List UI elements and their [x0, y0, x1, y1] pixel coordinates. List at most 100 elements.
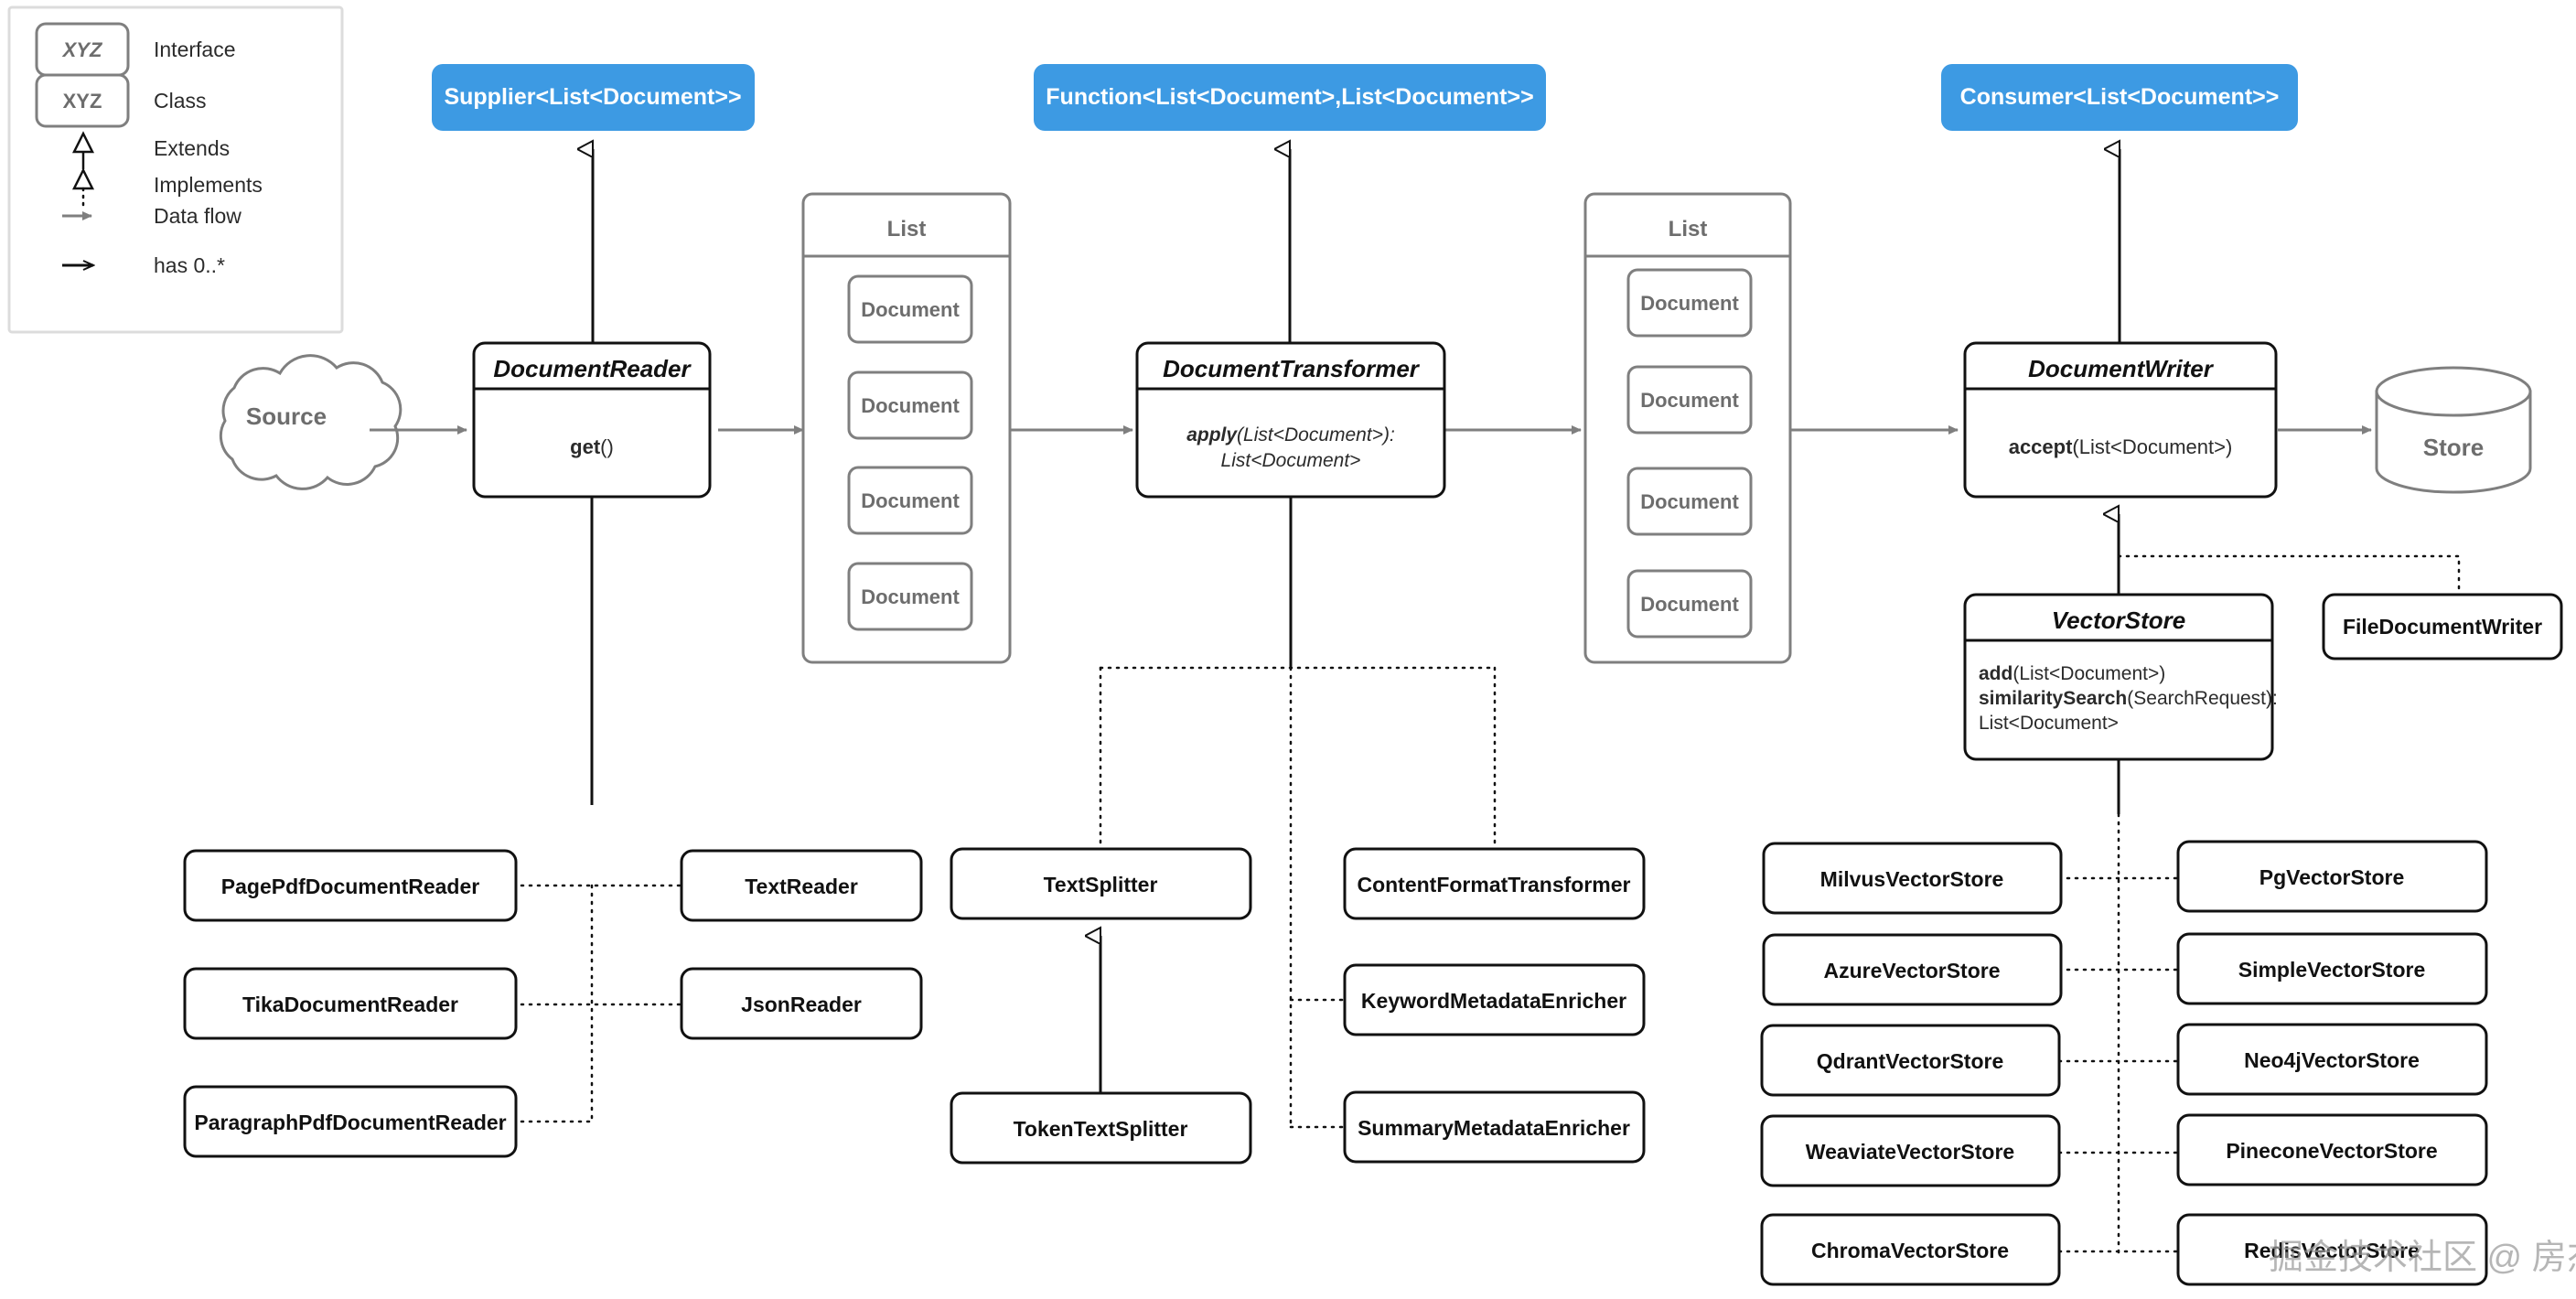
functional-interface-function[interactable]: Function<List<Document>,List<Document>> — [1034, 64, 1546, 131]
list-item-label: Document — [1640, 389, 1739, 412]
class-pinecone-vector-store[interactable]: PineconeVectorStore — [2176, 1113, 2488, 1186]
legend-item-label-has: has 0..* — [154, 253, 225, 277]
class-json-reader[interactable]: JsonReader — [680, 967, 923, 1040]
class-token-text-splitter[interactable]: TokenTextSplitter — [950, 1091, 1252, 1165]
class-summary-metadata-enricher[interactable]: SummaryMetadataEnricher — [1343, 1090, 1646, 1164]
source-cloud: Source — [219, 354, 402, 490]
legend-class-swatch — [35, 73, 130, 128]
interface-vector-store-method-2: similaritySearch(SearchRequest): — [1979, 688, 2278, 709]
legend-item-label-class: Class — [154, 89, 207, 113]
functional-interface-supplier[interactable]: Supplier<List<Document>> — [432, 64, 755, 131]
legend-item-label-extends: Extends — [154, 136, 230, 160]
list-item: Document — [847, 370, 973, 440]
class-json-reader-label: JsonReader — [741, 993, 862, 1016]
class-pg-vector-store-label: PgVectorStore — [2259, 865, 2405, 889]
class-tika-document-reader-label: TikaDocumentReader — [242, 993, 458, 1016]
class-keyword-metadata-enricher-label: KeywordMetadataEnricher — [1361, 989, 1626, 1013]
class-page-pdf-document-reader-label: PagePdfDocumentReader — [221, 875, 480, 898]
legend-extends-arrow-icon — [71, 131, 95, 169]
list-item-label: Document — [861, 489, 960, 512]
legend-panel: XYZ Interface XYZ Class Extends Implemen… — [7, 5, 344, 334]
class-qdrant-vector-store-label: QdrantVectorStore — [1817, 1049, 2004, 1073]
class-pinecone-vector-store-label: PineconeVectorStore — [2226, 1139, 2437, 1163]
legend-item-label-dataflow: Data flow — [154, 204, 242, 228]
functional-interface-consumer[interactable]: Consumer<List<Document>> — [1941, 64, 2298, 131]
class-milvus-vector-store-label: MilvusVectorStore — [1820, 867, 2004, 891]
list-item-label: Document — [1640, 490, 1739, 513]
list-item: Document — [847, 274, 973, 344]
class-text-reader[interactable]: TextReader — [680, 849, 923, 922]
class-azure-vector-store[interactable]: AzureVectorStore — [1762, 933, 2063, 1006]
store-cylinder: Store — [2375, 366, 2532, 494]
class-summary-metadata-enricher-label: SummaryMetadataEnricher — [1358, 1116, 1630, 1140]
list-item: Document — [847, 562, 973, 631]
list-container-2-title: List — [1669, 217, 1708, 242]
class-pg-vector-store[interactable]: PgVectorStore — [2176, 840, 2488, 913]
class-page-pdf-document-reader[interactable]: PagePdfDocumentReader — [183, 849, 518, 922]
class-milvus-vector-store[interactable]: MilvusVectorStore — [1762, 842, 2063, 915]
class-paragraph-pdf-document-reader[interactable]: ParagraphPdfDocumentReader — [183, 1085, 518, 1158]
class-neo4j-vector-store-label: Neo4jVectorStore — [2244, 1048, 2420, 1072]
list-container-1-title: List — [887, 217, 927, 242]
class-text-splitter[interactable]: TextSplitter — [950, 847, 1252, 920]
list-item-label: Document — [861, 298, 960, 321]
functional-interface-function-label: Function<List<Document>,List<Document>> — [1046, 84, 1533, 110]
class-keyword-metadata-enricher[interactable]: KeywordMetadataEnricher — [1343, 963, 1646, 1036]
class-file-document-writer-label: FileDocumentWriter — [2343, 615, 2542, 639]
class-text-reader-label: TextReader — [745, 875, 858, 898]
interface-document-writer-title: DocumentWriter — [2028, 355, 2215, 382]
watermark-text: 掘金技术社区 @ 房杰 — [2269, 1239, 2576, 1277]
list-item: Document — [1626, 365, 1753, 435]
class-redis-vector-store[interactable]: RedisVectorStore — [2176, 1213, 2488, 1286]
class-file-document-writer[interactable]: FileDocumentWriter — [2322, 593, 2563, 660]
interface-document-reader[interactable]: DocumentReader get() — [472, 341, 712, 499]
implements-trunk-vectorstores — [2057, 759, 2180, 1255]
class-content-format-transformer[interactable]: ContentFormatTransformer — [1343, 847, 1646, 920]
list-item: Document — [847, 466, 973, 535]
class-weaviate-vector-store[interactable]: WeaviateVectorStore — [1760, 1114, 2061, 1187]
interface-document-writer-method: accept(List<Document>) — [2009, 435, 2233, 458]
interface-vector-store[interactable]: VectorStore add(List<Document>) similari… — [1963, 593, 2278, 761]
list-item-label: Document — [861, 585, 960, 608]
interface-vector-store-method-1: add(List<Document>) — [1979, 663, 2165, 684]
legend-interface-swatch-label: XYZ — [61, 38, 103, 61]
class-azure-vector-store-label: AzureVectorStore — [1823, 959, 2000, 982]
store-cylinder-label: Store — [2423, 434, 2484, 461]
class-chroma-vector-store-label: ChromaVectorStore — [1811, 1239, 2009, 1262]
list-container-1: List Document Document Document Document — [801, 192, 1012, 664]
class-text-splitter-label: TextSplitter — [1044, 873, 1158, 896]
source-cloud-label: Source — [246, 403, 327, 430]
interface-vector-store-method-3: List<Document> — [1979, 713, 2119, 734]
class-neo4j-vector-store[interactable]: Neo4jVectorStore — [2176, 1023, 2488, 1096]
class-redis-vector-store-label: RedisVectorStore — [2244, 1239, 2420, 1262]
implements-trunk-transformers — [1099, 497, 1497, 1129]
list-container-2: List Document Document Document Document — [1583, 192, 1792, 664]
list-item-label: Document — [861, 394, 960, 417]
interface-vector-store-title: VectorStore — [2052, 607, 2185, 634]
interface-document-transformer-title: DocumentTransformer — [1163, 355, 1421, 382]
class-tika-document-reader[interactable]: TikaDocumentReader — [183, 967, 518, 1040]
interface-document-reader-title: DocumentReader — [493, 355, 692, 382]
interface-document-transformer-method-1: apply(List<Document>): — [1186, 424, 1395, 446]
list-item-label: Document — [1640, 292, 1739, 315]
functional-interface-supplier-label: Supplier<List<Document>> — [444, 84, 741, 110]
class-simple-vector-store-label: SimpleVectorStore — [2238, 958, 2426, 982]
class-qdrant-vector-store[interactable]: QdrantVectorStore — [1760, 1024, 2061, 1097]
functional-interface-consumer-label: Consumer<List<Document>> — [1960, 84, 2280, 110]
list-item: Document — [1626, 268, 1753, 338]
legend-implements-arrow-icon — [71, 167, 95, 209]
interface-document-transformer-method-2: List<Document> — [1221, 450, 1361, 471]
class-simple-vector-store[interactable]: SimpleVectorStore — [2176, 932, 2488, 1005]
implements-connector-filedocumentwriter — [2117, 554, 2461, 596]
class-token-text-splitter-label: TokenTextSplitter — [1014, 1117, 1188, 1141]
class-paragraph-pdf-document-reader-label: ParagraphPdfDocumentReader — [194, 1111, 506, 1134]
list-item: Document — [1626, 467, 1753, 536]
class-weaviate-vector-store-label: WeaviateVectorStore — [1806, 1140, 2014, 1164]
legend-class-swatch-label: XYZ — [63, 90, 102, 113]
interface-document-transformer[interactable]: DocumentTransformer apply(List<Document>… — [1135, 341, 1446, 499]
interface-document-writer[interactable]: DocumentWriter accept(List<Document>) — [1963, 341, 2278, 499]
class-chroma-vector-store[interactable]: ChromaVectorStore — [1760, 1213, 2061, 1286]
list-item-label: Document — [1640, 593, 1739, 616]
class-content-format-transformer-label: ContentFormatTransformer — [1357, 873, 1630, 896]
